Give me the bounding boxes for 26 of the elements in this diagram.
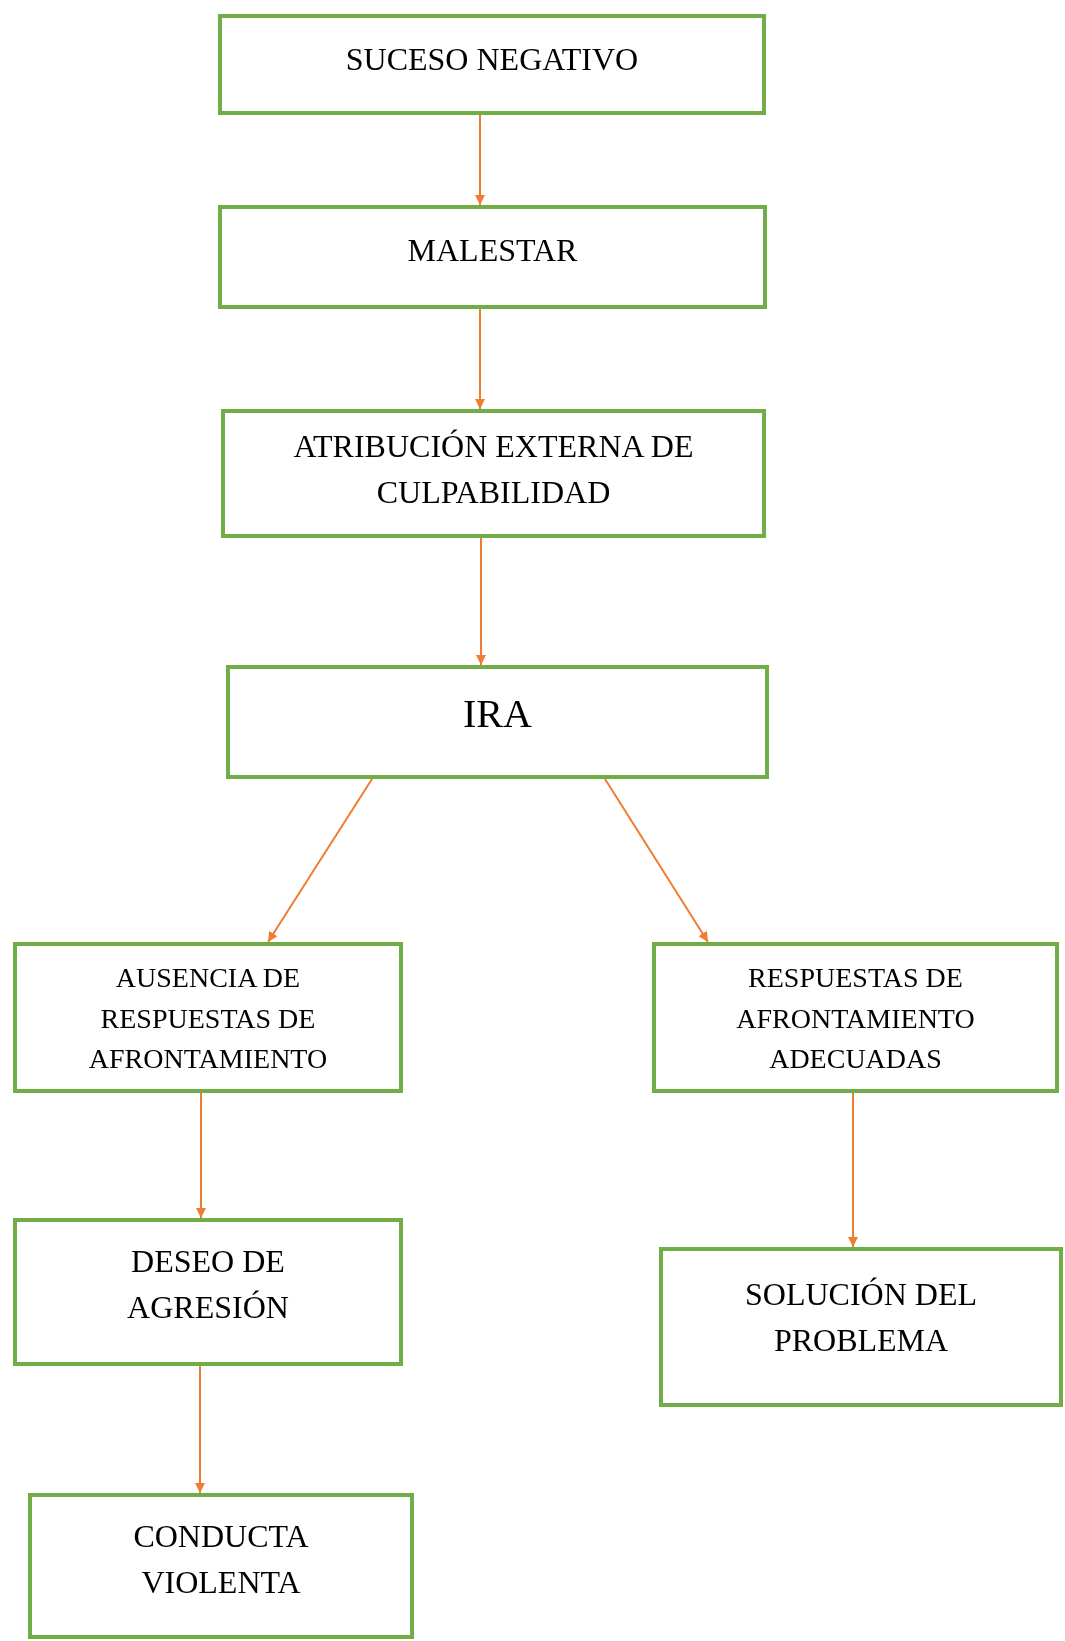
process-box: [218, 14, 766, 115]
box-text: SUCESO NEGATIVO: [345, 40, 639, 79]
arrow: [476, 537, 486, 666]
box-text: DESEO DE AGRESIÓN: [126, 1242, 290, 1328]
process-box: [28, 1493, 414, 1639]
box-text: RESPUESTAS DE AFRONTAMIENTO ADECUADAS: [735, 961, 976, 1077]
box-text: ATRIBUCIÓN EXTERNA DE CULPABILIDAD: [292, 427, 695, 513]
arrow: [195, 1365, 205, 1494]
process-box: [652, 942, 1059, 1093]
process-box: [659, 1247, 1063, 1407]
arrow: [267, 778, 373, 943]
process-box: [218, 205, 767, 309]
process-box: [13, 942, 403, 1093]
process-box: [13, 1218, 403, 1366]
box-text: IRA: [463, 690, 532, 738]
process-box: [226, 665, 769, 779]
arrow: [848, 1092, 858, 1248]
box-text: MALESTAR: [407, 231, 578, 270]
arrow: [196, 1092, 206, 1219]
arrow: [475, 114, 485, 206]
box-text: CONDUCTA VIOLENTA: [132, 1517, 310, 1603]
process-box: [221, 409, 766, 538]
box-text: AUSENCIA DE RESPUESTAS DE AFRONTAMIENTO: [87, 961, 329, 1077]
arrow: [604, 778, 709, 943]
arrow: [475, 308, 485, 410]
box-text: SOLUCIÓN DEL PROBLEMA: [744, 1275, 978, 1361]
